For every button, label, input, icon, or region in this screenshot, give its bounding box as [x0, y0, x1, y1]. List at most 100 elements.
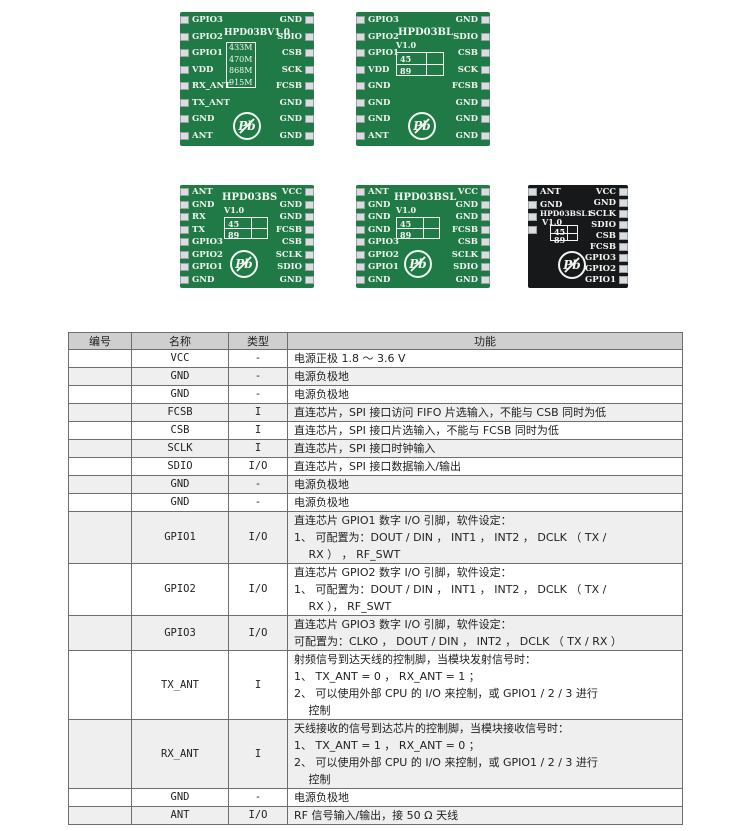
table-row: GND-电源负极地 [68, 493, 683, 512]
pin-label-left: ANT [192, 130, 213, 141]
box-divider [551, 233, 577, 234]
pin-label-right: CSB [281, 48, 302, 58]
pin-pad [305, 250, 314, 259]
function-line: 1、 可配置为：DOUT / DIN ， INT1 ， INT2 ， DCLK … [294, 583, 607, 596]
pin-label-right: GND [279, 114, 302, 124]
pin-label-right: FCSB [451, 81, 478, 91]
table-row: GND-电源负极地 [68, 367, 683, 386]
pin-label-right: SCLK [589, 209, 616, 219]
box-divider [251, 218, 253, 238]
pin-pad [180, 131, 189, 140]
pin-pad [180, 16, 189, 24]
pin-label-right: GND [279, 130, 302, 141]
pin-pad [305, 32, 314, 41]
pin-label-right: GND [455, 274, 478, 285]
cell-type: - [228, 475, 288, 494]
pin-label-right: SDIO [591, 220, 616, 230]
frequency-code: 45 [400, 219, 412, 229]
pin-label-left: GND [368, 224, 391, 235]
pin-pad [528, 225, 537, 234]
pin-pad [356, 131, 365, 140]
pin-pad [528, 188, 537, 196]
pin-label-right: VCC [457, 187, 478, 197]
function-line: 控制 [294, 704, 331, 717]
pin-label-right: GND [455, 130, 478, 141]
pin-label-right: FCSB [275, 81, 302, 91]
pb-free-logo-icon: Pb [230, 250, 258, 278]
pin-label-left: GPIO1 [368, 48, 399, 58]
function-line: 1、 TX_ANT = 1 ， RX_ANT = 0 ； [294, 739, 480, 752]
pin-label-left: RX [192, 212, 206, 222]
pin-label-right: GND [279, 97, 302, 108]
pin-pad [305, 131, 314, 140]
pin-pad [481, 131, 490, 140]
module-version: V1.0 [396, 40, 417, 50]
pin-pad [619, 265, 628, 273]
cell-number [68, 349, 132, 368]
pin-pad [180, 225, 189, 234]
pin-label-left: GND [192, 114, 215, 124]
module-title: HPD03BS [222, 192, 278, 203]
pin-label-left: GPIO2 [368, 31, 399, 42]
pin-label-left: GPIO3 [368, 15, 399, 25]
pin-label-right: FCSB [275, 224, 302, 235]
function-line: 直连芯片 GPIO1 数字 I/O 引脚，软件设定： [294, 514, 512, 527]
pin-label-left: GPIO1 [192, 262, 223, 272]
cell-type: - [228, 385, 288, 404]
frequency-code: 89 [400, 230, 412, 240]
pin-pad [481, 200, 490, 209]
cell-type: - [228, 788, 288, 807]
module-title: HPD03BSL [394, 192, 457, 203]
cell-type: I/O [228, 457, 288, 476]
pin-pad [180, 32, 189, 41]
function-line: 1、 可配置为：DOUT / DIN ， INT1 ， INT2 ， DCLK … [294, 531, 607, 544]
box-divider [225, 228, 267, 229]
pin-pad [356, 238, 365, 246]
cell-type: I/O [228, 563, 288, 616]
pin-label-left: GPIO3 [192, 15, 223, 25]
pin-pad [619, 221, 628, 229]
table-row: VCC-电源正极 1.8 ～ 3.6 V [68, 349, 683, 368]
cell-function: 直连芯片 GPIO1 数字 I/O 引脚，软件设定： 1、 可配置为：DOUT /… [287, 511, 683, 564]
table-row: GND-电源负极地 [68, 788, 683, 807]
pin-pad [481, 225, 490, 234]
pin-pad [481, 65, 490, 74]
box-divider [423, 218, 425, 238]
cell-name: RX_ANT [131, 719, 229, 789]
cell-function: 直连芯片 GPIO2 数字 I/O 引脚，软件设定：1、 可配置为：DOUT /… [287, 563, 683, 616]
function-line: RX ） ， RF_SWT [294, 548, 401, 561]
cell-number [68, 650, 132, 720]
pin-label-right: FCSB [589, 242, 616, 252]
pin-label-left: GPIO2 [192, 31, 223, 42]
pin-label-right: SDIO [277, 31, 302, 42]
cell-number [68, 563, 132, 616]
cell-number [68, 615, 132, 651]
pin-pad [619, 254, 628, 262]
pb-free-logo-icon: Pb [233, 112, 261, 140]
pin-pad [356, 275, 365, 284]
pin-pad [528, 213, 537, 221]
pin-label-right: GND [279, 15, 302, 25]
pin-pad [305, 49, 314, 57]
pin-label-right: CSB [281, 237, 302, 247]
function-line: 直连芯片，SPI 接口片选输入，不能与 FCSB 同时为低 [294, 424, 559, 437]
pin-pad [305, 82, 314, 90]
cell-type: I/O [228, 615, 288, 651]
pin-pad [481, 250, 490, 259]
pin-label-left: GPIO3 [192, 237, 223, 247]
pin-label-right: GND [455, 114, 478, 124]
cell-number [68, 367, 132, 386]
cell-number [68, 403, 132, 422]
pin-pad [356, 49, 365, 57]
pin-pad [305, 225, 314, 234]
pin-label-right: CSB [457, 48, 478, 58]
